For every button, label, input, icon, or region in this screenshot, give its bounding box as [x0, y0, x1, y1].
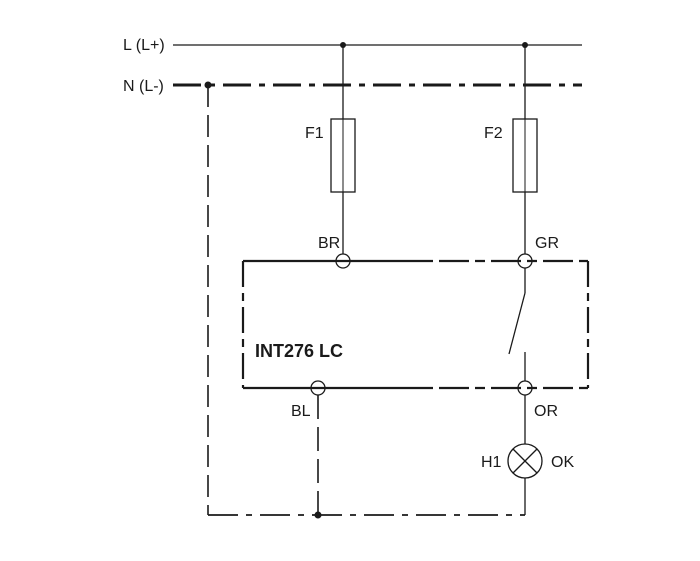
device-enclosure [241, 259, 590, 390]
terminal-bl-label: BL [291, 403, 311, 420]
lamp-icon [507, 443, 543, 479]
terminal-br [335, 253, 351, 269]
fuse-f1-label: F1 [305, 125, 324, 142]
live-line-label: L (L+) [123, 37, 165, 54]
lamp-status-label: OK [551, 454, 574, 471]
lamp-ref-label: H1 [481, 454, 502, 471]
fuse-f2-label: F2 [484, 125, 503, 142]
terminal-br-label: BR [318, 235, 340, 252]
switch-contact [508, 292, 526, 355]
terminal-gr-label: GR [535, 235, 559, 252]
device-name: INT276 LC [255, 341, 343, 361]
terminal-gr [517, 253, 533, 269]
neutral-line-label: N (L-) [123, 78, 164, 95]
terminal-or-label: OR [534, 403, 558, 420]
